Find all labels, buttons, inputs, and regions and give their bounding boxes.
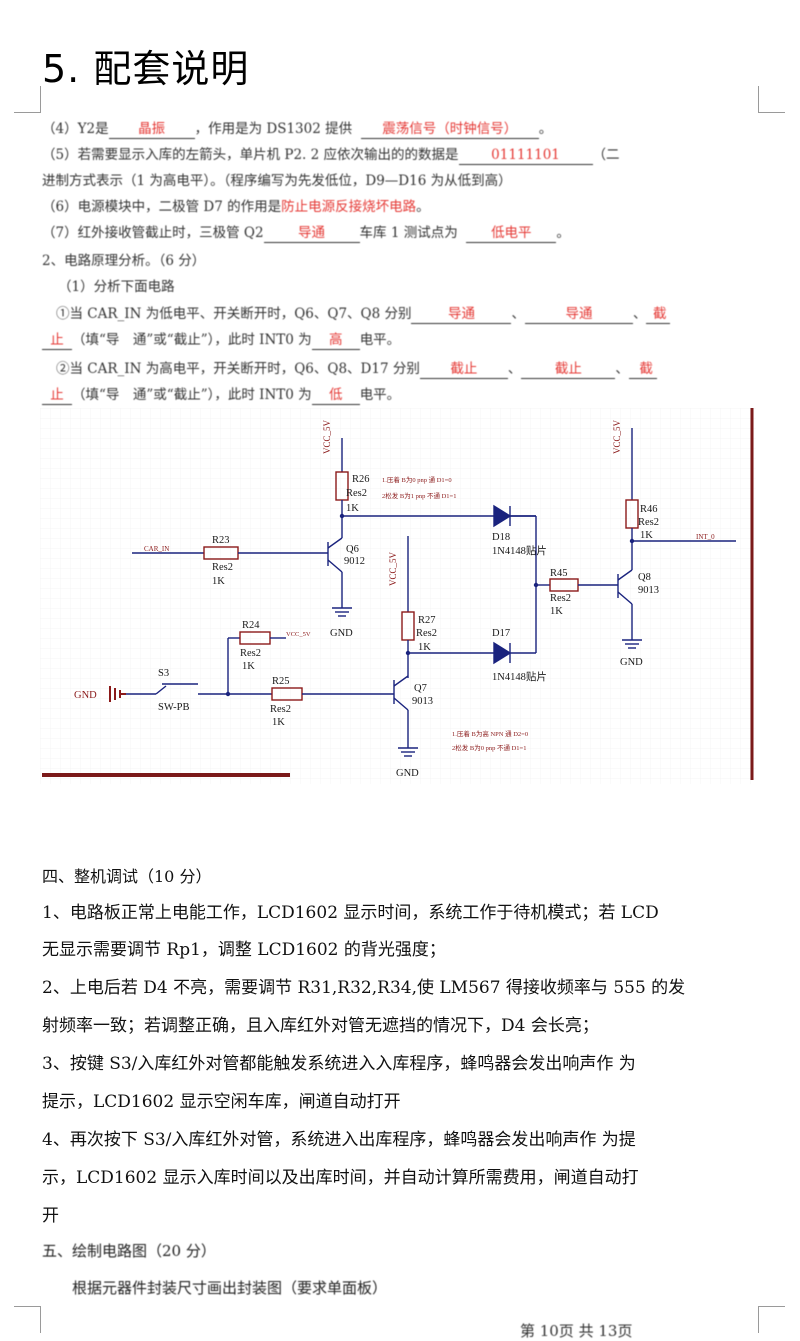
label-d17: D17 [492, 628, 510, 639]
circuit-schematic: VCC_5V R26 Res2 1K 1.压着 B为0 pnp 通 D1=0 2… [40, 408, 756, 784]
label-d18-type: 1N4148贴片 [492, 544, 547, 557]
label-r23-value: Res2 [212, 562, 233, 573]
label-q7: Q7 [414, 683, 427, 694]
question-4: （4）Y2是晶振，作用是为 DS1302 提供 震荡信号（时钟信号）。 [42, 120, 553, 139]
circuit-question-1-line2: 止（填“导 通”或“截止”），此时 INT0 为高电平。 [42, 331, 400, 350]
section-2-subtitle: （1）分析下面电路 [58, 279, 175, 295]
label-r27-ohm: 1K [418, 642, 431, 653]
label-d17-type: 1N4148贴片 [492, 670, 547, 683]
section-4-line: 示，LCD1602 显示入库时间以及出库时间，并自动计算所需费用，闸道自动打 [42, 1168, 639, 1188]
circuit-question-2: ②当 CAR_IN 为高电平，开关断开时，Q6、Q8、D17 分别截止、截止、截 [56, 360, 657, 379]
section-5-body: 根据元器件封装尺寸画出封装图（要求单面板） [72, 1279, 388, 1297]
label-r23-ohm: 1K [212, 576, 225, 587]
label-s3: S3 [158, 668, 169, 679]
section-2-title: 2、电路原理分析。（6 分） [42, 253, 206, 269]
label-q8: Q8 [638, 572, 651, 583]
page-footer: 第 10页 共 13页 [520, 1322, 633, 1340]
answer-blank: 晶振 [108, 120, 195, 139]
page-heading: 5. 配套说明 [42, 47, 250, 91]
answer-blank: 低电平 [466, 224, 557, 243]
section-4-line: 1、电路板正常上电能工作，LCD1602 显示时间，系统工作于待机模式；若 LC… [42, 903, 659, 923]
section-4-line: 提示，LCD1602 显示空闲车库，闸道自动打开 [42, 1092, 401, 1112]
section-5-title: 五、绘制电路图（20 分） [42, 1242, 216, 1260]
answer-blank: 导通 [263, 224, 360, 243]
circuit-question-2-line2: 止（填“导 通”或“截止”），此时 INT0 为低电平。 [42, 386, 400, 405]
section-4-line: 射频率一致；若调整正确，且入库红外对管无遮挡的情况下，D4 会长亮； [42, 1016, 599, 1036]
crop-mark-bottom-right [758, 1306, 785, 1333]
label-d18: D18 [492, 532, 510, 543]
section-4-line: 4、再次按下 S3/入库红外对管，系统进入出库程序，蜂鸣器会发出响声作 为提 [42, 1130, 636, 1150]
label-gnd: GND [330, 628, 353, 639]
label-r26: R26 [352, 474, 370, 485]
label-r27: R27 [418, 615, 436, 626]
label-q6-type: 9012 [344, 556, 365, 567]
label-gnd-left: GND [74, 690, 97, 701]
label-car-in: CAR_IN [144, 545, 169, 553]
label-r24: R24 [242, 620, 260, 631]
answer-blank: 震荡信号（时钟信号） [360, 120, 539, 139]
question-5-line2: 进制方式表示（1 为高电平）。（程序编写为先发低位，D9—D16 为从低到高） [42, 173, 512, 189]
label-r25: R25 [272, 676, 290, 687]
answer-blank: 01111101 [458, 146, 593, 165]
label-r25-ohm: 1K [272, 717, 285, 728]
label-int0: INT_0 [696, 533, 715, 541]
label-gnd: GND [396, 768, 419, 779]
vcc-label: VCC_5V [322, 419, 332, 454]
label-r23: R23 [212, 535, 230, 546]
note-1a: 1.压着 B为0 pnp 通 D1=0 [382, 475, 452, 484]
label-r46-ohm: 1K [640, 530, 653, 541]
vcc-label: VCC_5V [388, 551, 398, 586]
vcc-label: VCC_5V [286, 631, 311, 638]
vcc-label: VCC_5V [612, 419, 622, 454]
answer-text: 防止电源反接烧坏电路 [281, 199, 417, 215]
label-q6: Q6 [346, 544, 359, 555]
crop-mark-top-right [758, 86, 785, 113]
section-4-line: 开 [42, 1206, 59, 1226]
section-4-title: 四、整机调试（10 分） [42, 867, 212, 886]
label-r45: R45 [550, 568, 568, 579]
section-4-line: 3、按键 S3/入库红外对管都能触发系统进入入库程序，蜂鸣器会发出响声作 为 [42, 1054, 636, 1074]
note-1b: 2松发 B为1 pnp 不通 D1=1 [382, 491, 456, 500]
section-4-line: 2、上电后若 D4 不亮，需要调节 R31,R32,R34,使 LM567 得接… [42, 978, 686, 998]
label-r25-value: Res2 [270, 704, 291, 715]
label-r26-ohm: 1K [346, 503, 359, 514]
label-sw-pb: SW-PB [158, 702, 190, 713]
label-q8-type: 9013 [638, 585, 659, 596]
label-r46-value: Res2 [638, 517, 659, 528]
label-r45-value: Res2 [550, 593, 571, 604]
label-r27-value: Res2 [416, 628, 437, 639]
label-r26-value: Res2 [346, 488, 367, 499]
circuit-question-1: ①当 CAR_IN 为低电平、开关断开时，Q6、Q7、Q8 分别导通、导通、截 [56, 305, 671, 324]
label-r46: R46 [640, 504, 658, 515]
crop-mark-top-left [14, 86, 41, 113]
label-r45-ohm: 1K [550, 606, 563, 617]
section-4-line: 无显示需要调节 Rp1，调整 LCD1602 的背光强度； [42, 940, 446, 960]
note-2b: 2松发 B为0 pnp 不通 D1=1 [452, 743, 526, 752]
label-gnd: GND [620, 657, 643, 668]
note-2a: 1.压着 B为高 NPN 通 D2=0 [452, 729, 528, 738]
crop-mark-bottom-left [14, 1306, 41, 1333]
label-r24-ohm: 1K [242, 661, 255, 672]
label-q7-type: 9013 [412, 696, 433, 707]
label-r24-value: Res2 [240, 648, 261, 659]
question-6: （6）电源模块中，二极管 D7 的作用是防止电源反接烧坏电路。 [42, 199, 430, 215]
